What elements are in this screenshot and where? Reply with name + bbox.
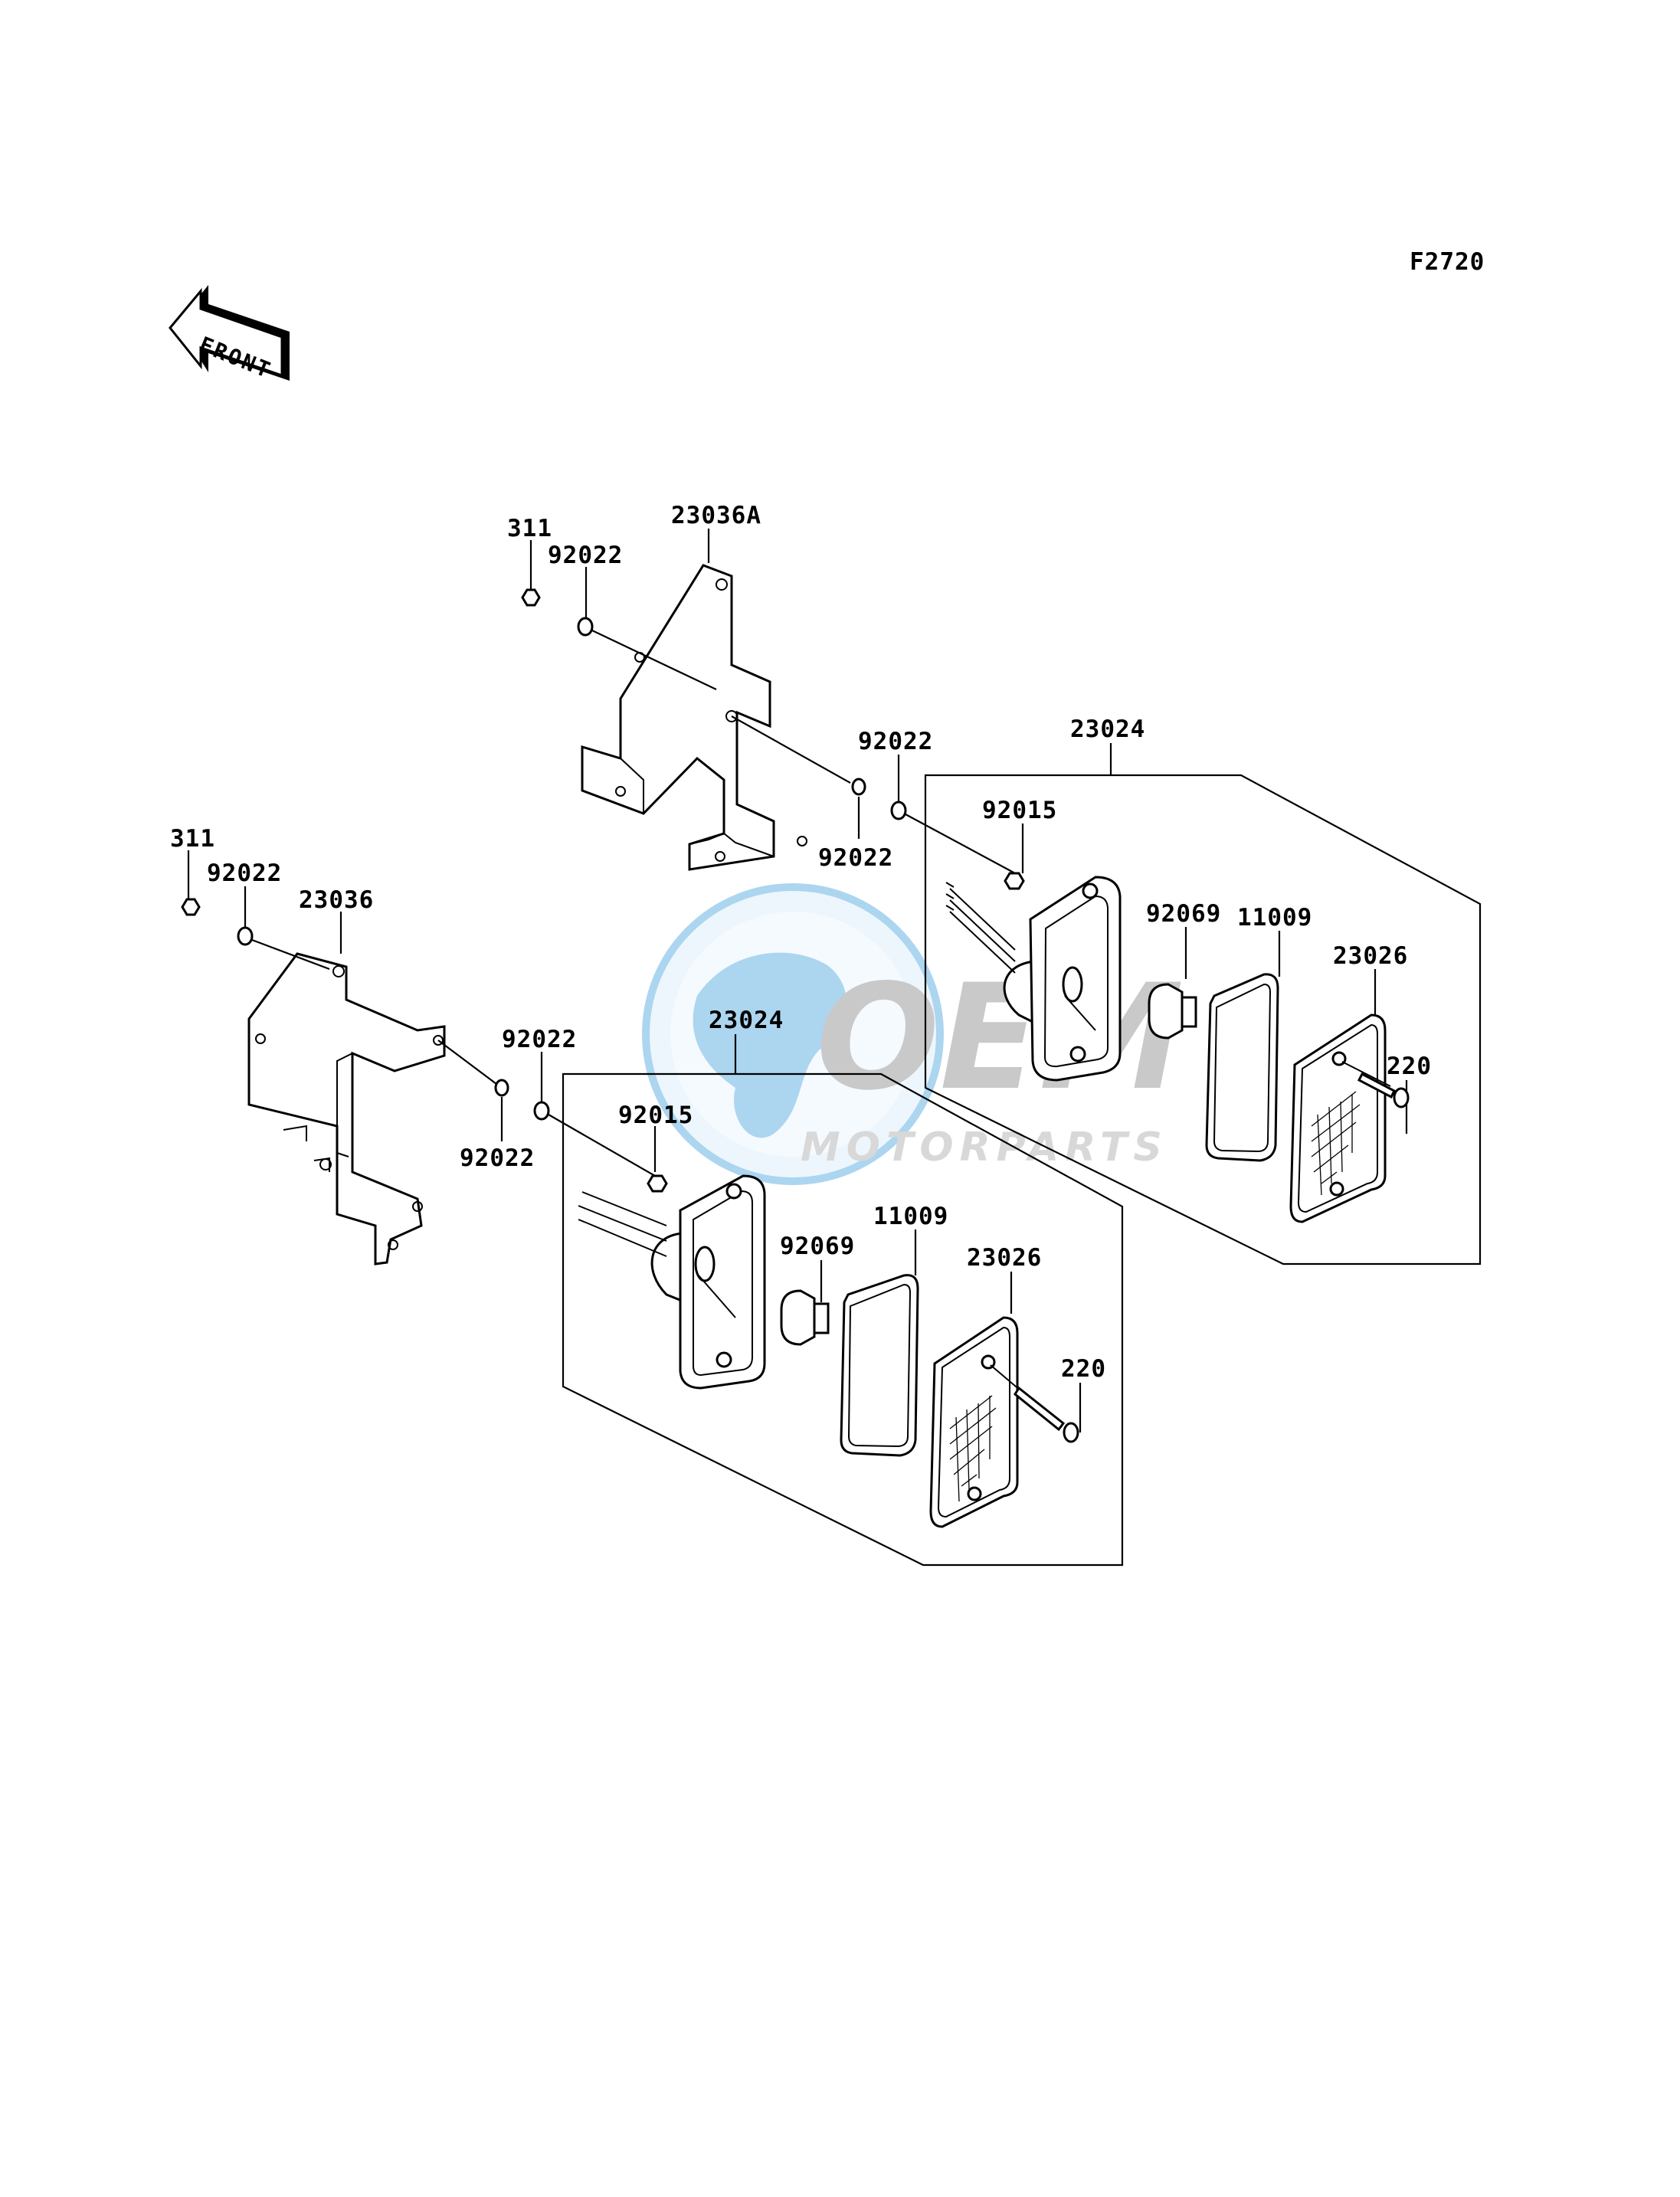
label-nut-lamp-lower: 92015 (618, 1102, 693, 1129)
lens-upper-reflector-pattern (1311, 1091, 1361, 1196)
label-screw-lower: 220 (1061, 1355, 1106, 1383)
label-washer-lower-b: 92022 (460, 1144, 535, 1172)
screw-lower-icon (990, 1364, 1079, 1443)
nut-lower-icon (181, 898, 201, 916)
label-washer-upper-b: 92022 (818, 844, 893, 872)
lamp-housing-lower (578, 1174, 766, 1390)
bulb-lower-icon (780, 1289, 830, 1346)
label-bracket-upper: 23036A (671, 502, 761, 529)
watermark-brand: OEM (816, 953, 1184, 1122)
bulb-upper-icon (1148, 983, 1197, 1040)
label-lens-lower: 23026 (967, 1244, 1042, 1272)
lens-upper (1289, 1013, 1387, 1223)
nut-lamp-upper-icon (1004, 872, 1025, 890)
diagram-code: F2720 (1410, 248, 1485, 276)
label-washer-upper-c: 92022 (858, 728, 933, 755)
label-nut-upper: 311 (507, 515, 552, 542)
label-bracket-lower: 23036 (299, 886, 374, 914)
label-gasket-upper: 11009 (1237, 904, 1312, 932)
washer-lower-b-icon (494, 1079, 509, 1097)
label-lamp-assy-upper: 23024 (1070, 715, 1145, 743)
label-washer-lower-a: 92022 (207, 859, 282, 887)
lens-lower-reflector-pattern (949, 1395, 997, 1502)
washer-upper-c-icon (890, 801, 907, 820)
label-bulb-upper: 92069 (1146, 900, 1221, 928)
label-gasket-lower: 11009 (873, 1203, 948, 1230)
label-nut-lamp-upper: 92015 (982, 797, 1057, 824)
label-washer-lower-c: 92022 (502, 1026, 577, 1053)
washer-upper-icon (577, 617, 594, 637)
nut-upper-icon (521, 588, 541, 607)
nut-lamp-lower-icon (647, 1174, 668, 1193)
watermark-sub: MOTORPARTS (801, 1125, 1168, 1171)
lens-lower (929, 1316, 1019, 1528)
label-screw-upper: 220 (1387, 1053, 1432, 1080)
washer-lower-c-icon (533, 1101, 550, 1121)
washer-lower-icon (237, 926, 254, 946)
label-bulb-lower: 92069 (780, 1233, 855, 1260)
bracket-lower (247, 952, 446, 1265)
watermark-logo: OEM MOTORPARTS (642, 883, 1184, 1185)
bracket-upper (581, 564, 807, 871)
screw-upper-icon (1341, 1061, 1410, 1108)
lamp-housing-upper (945, 876, 1122, 1082)
label-lens-upper: 23026 (1333, 942, 1408, 970)
gasket-lower (840, 1274, 919, 1457)
label-nut-lower: 311 (170, 825, 215, 853)
front-arrow-icon: FRONT (169, 285, 290, 384)
label-washer-upper-a: 92022 (548, 542, 623, 569)
gasket-upper (1205, 973, 1279, 1162)
label-lamp-assy-lower: 23024 (709, 1007, 784, 1034)
lower-assembly: 311 92022 23036 92022 92022 23024 92015 … (170, 825, 1124, 1567)
upper-assembly: 311 92022 23036A 92022 92022 23024 92015… (507, 502, 1482, 1265)
washer-upper-b-icon (851, 778, 866, 796)
